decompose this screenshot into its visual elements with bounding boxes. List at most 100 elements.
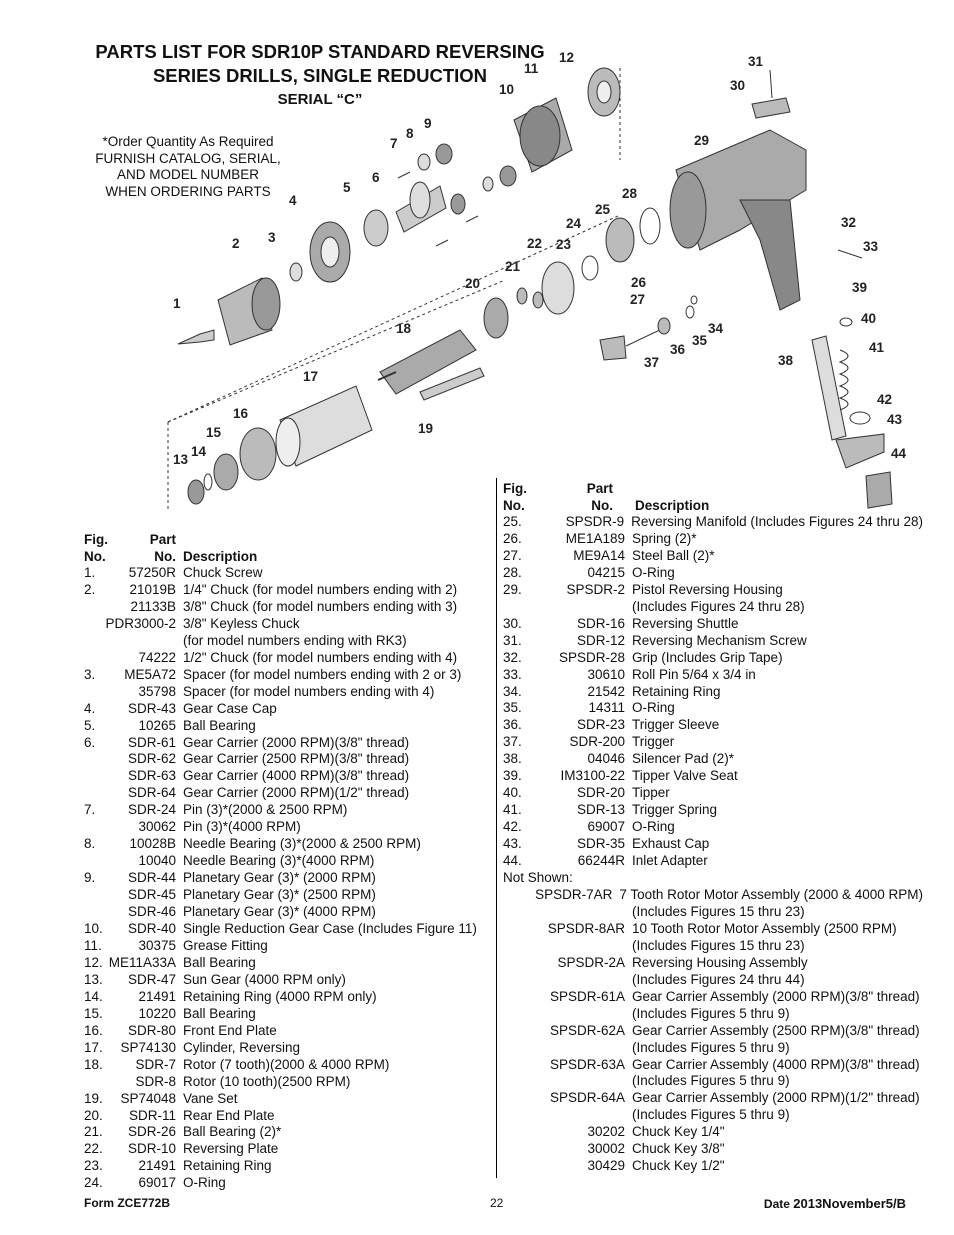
part-cell: 30202 bbox=[587, 1124, 625, 1140]
title-line-2: SERIES DRILLS, SINGLE REDUCTION bbox=[152, 65, 488, 86]
fig-cell bbox=[503, 989, 533, 1006]
fig-cell: 30. bbox=[503, 615, 522, 631]
desc-cell: Vane Set bbox=[183, 1090, 238, 1106]
table-row: (Includes Figures 5 thru 9) bbox=[503, 1006, 923, 1023]
callout-19: 19 bbox=[418, 421, 433, 436]
fig-cell bbox=[84, 616, 104, 633]
fig-cell: 3. bbox=[84, 666, 96, 682]
part-cell: SDR-35 bbox=[576, 836, 625, 852]
desc-cell: Reversing Mechanism Screw bbox=[632, 632, 807, 648]
part-cell: SPSDR-9 bbox=[565, 514, 625, 529]
part-cell: SDR-8 bbox=[135, 1073, 176, 1089]
callout-3: 3 bbox=[268, 230, 276, 245]
callout-42: 42 bbox=[877, 392, 892, 407]
callout-20: 20 bbox=[465, 276, 480, 291]
fig-cell: 22. bbox=[84, 1141, 103, 1157]
fig-cell: 44. bbox=[503, 853, 522, 869]
part-cell: SPSDR-7AR bbox=[535, 886, 613, 902]
fig-cell: 14. bbox=[84, 988, 103, 1004]
table-row: 40. SDR-20 Tipper bbox=[503, 785, 923, 802]
title-line-1: PARTS LIST FOR SDR10P STANDARD REVERSING bbox=[95, 41, 545, 62]
desc-cell: Gear Carrier (4000 RPM)(3/8" thread) bbox=[183, 768, 410, 784]
fig-cell: 38. bbox=[503, 751, 522, 767]
fig-cell bbox=[84, 819, 104, 836]
desc-cell: 3/8" Keyless Chuck bbox=[183, 615, 300, 631]
part-cell: SPSDR-62A bbox=[549, 1022, 625, 1038]
table-header: Fig. Part bbox=[503, 480, 923, 497]
fig-cell: 40. bbox=[503, 785, 522, 801]
table-header: Fig. Part bbox=[84, 531, 494, 548]
part-cell bbox=[533, 1107, 625, 1124]
desc-cell: Ball Bearing (2)* bbox=[183, 1124, 282, 1140]
form-number: Form ZCE772B bbox=[84, 1196, 171, 1210]
desc-cell: 1/4" Chuck (for model numbers ending wit… bbox=[183, 581, 458, 597]
fig-cell: 42. bbox=[503, 819, 522, 835]
part-cell: SDR-63 bbox=[127, 768, 176, 784]
desc-cell: Tipper bbox=[632, 785, 670, 801]
desc-cell: (Includes Figures 24 thru 28) bbox=[632, 598, 805, 614]
part-header-top: Part bbox=[586, 481, 613, 496]
ordering-note: *Order Quantity As Required FURNISH CATA… bbox=[86, 134, 290, 201]
fig-cell bbox=[84, 1074, 104, 1091]
date-label: Date bbox=[763, 1197, 790, 1211]
callout-23: 23 bbox=[556, 237, 572, 252]
callout-37: 37 bbox=[644, 355, 659, 370]
part-cell: ME1A189 bbox=[565, 530, 625, 546]
revision-date: Date 2013November5/B bbox=[764, 1196, 906, 1211]
desc-cell: Chuck Key 3/8" bbox=[632, 1141, 725, 1157]
fig-header-top: Fig. bbox=[503, 481, 527, 496]
part-cell: SPSDR-64A bbox=[549, 1090, 625, 1106]
desc-cell: Rotor (10 tooth)(2500 RPM) bbox=[183, 1073, 351, 1089]
desc-cell: 7 Tooth Rotor Motor Assembly (2000 & 400… bbox=[619, 886, 923, 902]
callout-24: 24 bbox=[566, 216, 582, 231]
part-cell bbox=[533, 1006, 625, 1023]
fig-cell: 10. bbox=[84, 921, 103, 937]
desc-cell: Spacer (for model numbers ending with 4) bbox=[183, 683, 435, 699]
fig-cell: 27. bbox=[503, 547, 522, 563]
callout-5: 5 bbox=[343, 180, 351, 195]
part-cell: SDR-200 bbox=[569, 734, 625, 750]
part-cell: 21019B bbox=[129, 581, 176, 597]
callout-41: 41 bbox=[869, 340, 885, 355]
desc-cell: Grease Fitting bbox=[183, 937, 268, 953]
callout-18: 18 bbox=[396, 321, 412, 336]
desc-cell: (for model numbers ending with RK3) bbox=[183, 632, 407, 648]
part-cell: SDR-20 bbox=[576, 785, 625, 801]
fig-cell bbox=[503, 1006, 533, 1023]
part-cell: SP74048 bbox=[120, 1090, 176, 1106]
table-row: (Includes Figures 24 thru 28) bbox=[503, 599, 923, 616]
desc-cell: Chuck Key 1/2" bbox=[632, 1158, 725, 1174]
page-title: PARTS LIST FOR SDR10P STANDARD REVERSING… bbox=[0, 40, 640, 112]
fig-cell: 12. bbox=[84, 954, 103, 970]
fig-cell: 33. bbox=[503, 666, 522, 682]
fig-cell: 43. bbox=[503, 836, 522, 852]
fig-cell: 17. bbox=[84, 1039, 103, 1055]
part-cell: ME11A33A bbox=[108, 954, 176, 970]
part-cell: 30429 bbox=[587, 1158, 625, 1174]
fig-cell bbox=[503, 1124, 533, 1141]
part-header: No. bbox=[154, 549, 176, 564]
fig-cell: 18. bbox=[84, 1056, 103, 1072]
fig-cell bbox=[84, 904, 104, 921]
desc-cell: Chuck Screw bbox=[183, 565, 263, 580]
desc-cell: Reversing Shuttle bbox=[632, 615, 739, 631]
desc-cell: Planetary Gear (3)* (4000 RPM) bbox=[183, 904, 376, 920]
part-cell bbox=[533, 599, 625, 616]
part-cell: SDR-62 bbox=[127, 751, 176, 767]
part-cell bbox=[533, 938, 625, 955]
desc-cell: Reversing Manifold (Includes Figures 24 … bbox=[631, 514, 923, 529]
